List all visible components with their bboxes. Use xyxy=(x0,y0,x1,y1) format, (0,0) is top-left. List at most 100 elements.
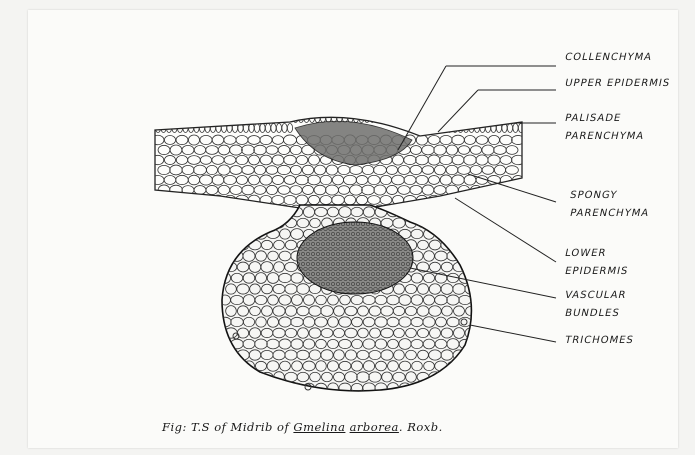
parenchyma-cell xyxy=(464,196,477,205)
ground-tissue-cell xyxy=(459,207,471,217)
ground-tissue-cell xyxy=(243,207,256,218)
ground-tissue-cell xyxy=(225,350,237,360)
palisade-cell xyxy=(425,124,430,133)
ground-tissue-cell xyxy=(465,372,477,381)
caption-genus: Gmelina xyxy=(293,420,345,434)
ground-tissue-cell xyxy=(243,383,255,392)
ground-tissue-cell xyxy=(453,218,465,229)
label-spongy-line-1: SPONGY xyxy=(569,190,618,201)
ground-tissue-cell xyxy=(237,240,249,250)
ground-tissue-cell xyxy=(447,383,458,393)
parenchyma-cell xyxy=(170,205,182,215)
parenchyma-cell xyxy=(230,206,242,215)
ground-tissue-cell xyxy=(219,229,231,239)
parenchyma-cell xyxy=(188,195,199,204)
ground-tissue-cell xyxy=(225,218,236,227)
parenchyma-cell xyxy=(512,195,525,205)
palisade-cell xyxy=(403,114,408,123)
ground-tissue-cell xyxy=(460,229,471,239)
figure-caption: Fig: T.S of Midrib of Gmelina arborea. R… xyxy=(162,420,443,434)
ground-tissue-cell xyxy=(399,207,411,217)
parenchyma-cell xyxy=(410,206,422,215)
ground-tissue-cell xyxy=(219,361,231,372)
ground-tissue-cell xyxy=(250,372,261,382)
parenchyma-cell xyxy=(218,205,229,214)
parenchyma-cell xyxy=(200,195,211,204)
label-lower-epidermis-line-2: EPIDERMIS xyxy=(564,266,630,277)
ground-tissue-cell xyxy=(237,372,249,382)
ground-tissue-cell xyxy=(466,262,477,272)
parenchyma-cell xyxy=(194,205,206,215)
parenchyma-cell xyxy=(158,205,171,214)
parenchyma-cell xyxy=(470,205,483,214)
label-spongy-line-2: PARENCHYMA xyxy=(569,208,650,219)
ground-tissue-cell xyxy=(447,229,458,239)
ground-tissue-cell xyxy=(220,383,231,393)
parenchyma-cell xyxy=(254,205,265,215)
palisade-cell xyxy=(419,124,424,133)
ground-tissue-cell xyxy=(255,383,267,393)
ground-tissue-cell xyxy=(453,240,465,250)
ground-tissue-cell xyxy=(418,218,429,227)
ground-tissue-cell xyxy=(219,207,231,217)
ground-tissue-cell xyxy=(243,229,254,240)
palisade-cell xyxy=(430,124,435,133)
label-vascular-line-1: VASCULAR xyxy=(564,290,628,301)
ground-tissue-cell xyxy=(423,207,435,217)
ground-tissue-cell xyxy=(273,218,284,228)
parenchyma-cell xyxy=(182,205,193,215)
ground-tissue-cell xyxy=(454,372,465,381)
ground-tissue-cell xyxy=(279,207,291,217)
ground-tissue-cell xyxy=(424,383,435,393)
ground-tissue-cell xyxy=(219,339,231,350)
ground-tissue-cell xyxy=(268,383,279,394)
ground-tissue-cell xyxy=(231,207,243,217)
parenchyma-cell xyxy=(506,205,517,214)
ground-tissue-cell xyxy=(237,218,248,228)
ground-tissue-cell xyxy=(249,218,260,227)
parenchyma-cell xyxy=(488,196,501,205)
ground-tissue-cell xyxy=(447,361,458,371)
ground-tissue-cell xyxy=(436,207,447,217)
ground-tissue-cell xyxy=(436,383,447,392)
label-vascular-line-2: BUNDLES xyxy=(564,308,621,319)
palisade-cell xyxy=(375,114,380,123)
parenchyma-cell xyxy=(398,205,409,215)
palisade-cell xyxy=(397,114,402,123)
ground-tissue-cell xyxy=(231,383,243,392)
ground-tissue-cell xyxy=(465,350,477,360)
ground-tissue-cell xyxy=(447,207,460,216)
ground-tissue-cell xyxy=(435,229,447,238)
parenchyma-cell xyxy=(176,195,187,204)
parenchyma-cell xyxy=(434,205,445,214)
parenchyma-cell xyxy=(500,195,512,204)
caption-species: arborea xyxy=(350,420,399,434)
ground-tissue-cell xyxy=(459,251,471,261)
ground-tissue-cell xyxy=(231,229,243,239)
ground-tissue-cell xyxy=(442,372,453,383)
palisade-cell xyxy=(386,114,391,123)
ground-tissue-cell xyxy=(442,218,453,228)
parenchyma-cell xyxy=(266,206,278,215)
caption-prefix: Fig: T.S of Midrib of xyxy=(162,420,289,434)
ground-tissue-cell xyxy=(225,372,236,382)
parenchyma-cell xyxy=(422,205,434,214)
label-lower-epidermis-line-1: LOWER xyxy=(564,248,608,259)
ground-tissue-cell xyxy=(225,240,236,251)
ground-tissue-cell xyxy=(231,361,243,372)
palisade-cell xyxy=(408,114,413,123)
ground-tissue-cell xyxy=(255,207,266,216)
caption-suffix: . Roxb. xyxy=(399,420,443,434)
ground-tissue-cell xyxy=(465,218,476,228)
parenchyma-cell xyxy=(242,206,254,215)
ground-tissue-cell xyxy=(411,207,423,217)
ground-tissue-cell xyxy=(279,383,291,393)
palisade-cell xyxy=(392,114,397,123)
ground-tissue-cell xyxy=(459,383,471,393)
ground-tissue-cell xyxy=(459,361,470,371)
parenchyma-cell xyxy=(152,195,163,204)
palisade-cell xyxy=(381,114,386,123)
parenchyma-cell xyxy=(446,205,457,215)
parenchyma-cell xyxy=(476,195,489,205)
